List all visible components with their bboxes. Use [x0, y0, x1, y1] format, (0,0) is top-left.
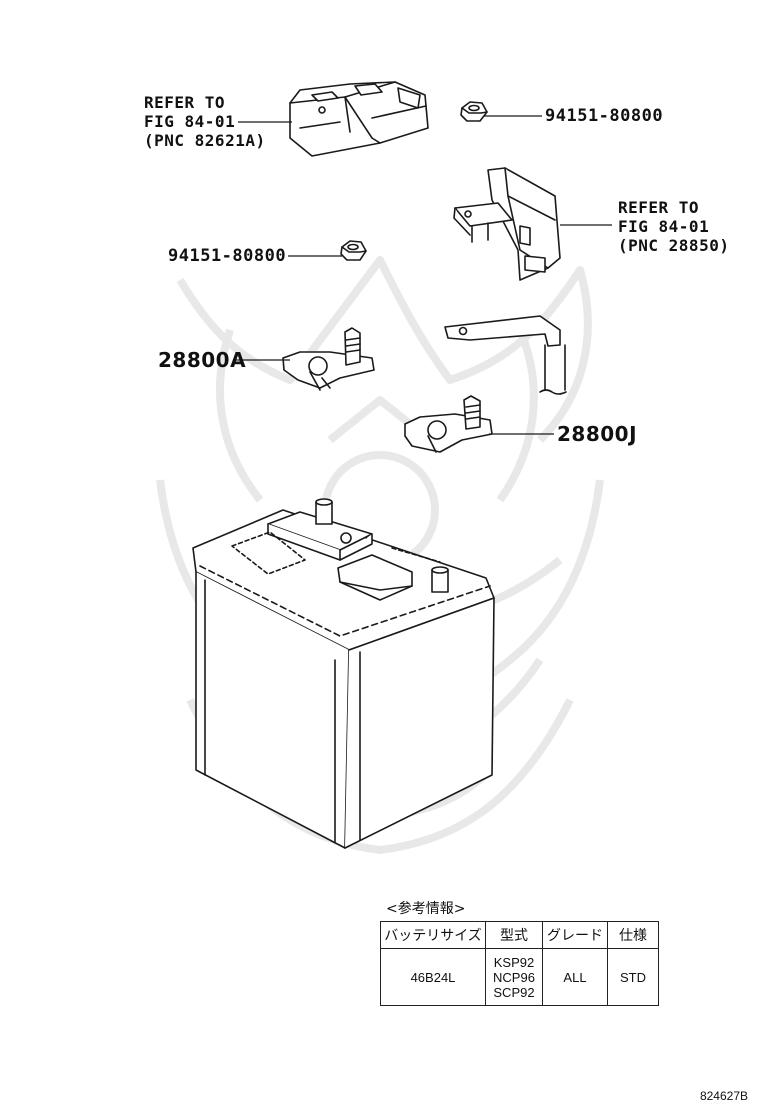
refer-right-line2: FIG 84-01 [618, 217, 710, 236]
clamp-positive-part-number: 28800J [557, 422, 638, 446]
parts-linework [192, 81, 567, 849]
cell-battery-size: 46B24L [380, 948, 486, 1006]
cable-strap [444, 315, 567, 395]
nut-left [340, 240, 367, 261]
battery [192, 498, 495, 849]
fusible-link-bracket [453, 167, 561, 281]
table-row: 46B24L KSP92 NCP96 SCP92 ALL STD [380, 948, 659, 1006]
cell-grade: ALL [542, 948, 608, 1006]
refer-top-line1: REFER TO [144, 93, 226, 112]
cell-models: KSP92 NCP96 SCP92 [485, 948, 543, 1006]
header-battery-size: バッテリサイズ [380, 921, 486, 949]
model-code: NCP96 [493, 969, 535, 985]
header-grade: グレード [542, 921, 608, 949]
header-model: 型式 [485, 921, 543, 949]
nut-top [460, 101, 488, 122]
refer-right-line3: (PNC 28850) [618, 236, 730, 255]
reference-caption: <参考情報> [386, 901, 466, 917]
clamp-negative-part-number: 28800A [158, 348, 247, 372]
leader-lines [236, 115, 612, 435]
model-code: SCP92 [493, 984, 535, 1000]
illustration-id: 824627B [699, 1089, 748, 1103]
reference-header-row: バッテリサイズ 型式 グレード 仕様 [380, 921, 659, 949]
refer-top-line2: FIG 84-01 [144, 112, 236, 131]
nut-left-part-number: 94151-80800 [168, 246, 287, 266]
model-code: KSP92 [493, 954, 535, 970]
nut-top-part-number: 94151-80800 [545, 106, 664, 126]
relay-block [289, 81, 429, 157]
clamp-negative [282, 327, 375, 391]
cell-spec: STD [607, 948, 659, 1006]
refer-top-line3: (PNC 82621A) [144, 131, 266, 150]
header-spec: 仕様 [607, 921, 659, 949]
reference-table: バッテリサイズ 型式 グレード 仕様 46B24L KSP92 NCP96 SC… [380, 921, 659, 1006]
clamp-positive [404, 395, 493, 453]
refer-right-line1: REFER TO [618, 198, 700, 217]
